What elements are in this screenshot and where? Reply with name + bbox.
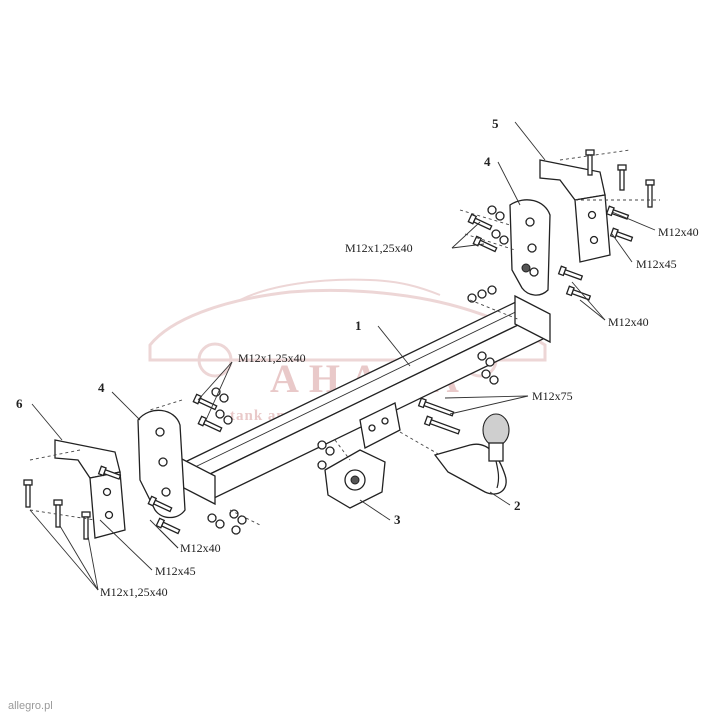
bolt-icon bbox=[557, 265, 584, 281]
label-m12x75: M12x75 bbox=[532, 389, 573, 403]
part-number-6: 6 bbox=[16, 396, 23, 411]
part-number-5: 5 bbox=[492, 116, 499, 131]
part-number-3: 3 bbox=[394, 512, 401, 527]
bolt-icon bbox=[585, 149, 595, 176]
bolt-icon bbox=[23, 479, 33, 508]
socket-plate-part-3 bbox=[324, 439, 386, 509]
mount-bracket-part-5 bbox=[539, 159, 611, 263]
label-m12x1-25x40-mid: M12x1,25x40 bbox=[238, 351, 306, 365]
bolt-icon bbox=[605, 205, 630, 220]
bolt-icon bbox=[155, 517, 181, 535]
part-number-2: 2 bbox=[514, 498, 521, 513]
label-m12x1-25x40-bottom: M12x1,25x40 bbox=[100, 585, 168, 599]
bolts-and-nuts bbox=[23, 149, 655, 540]
leader-lines bbox=[29, 121, 656, 591]
bolt-icon bbox=[197, 415, 223, 433]
bolt-icon bbox=[81, 511, 91, 540]
label-m12x45-left: M12x45 bbox=[155, 564, 196, 578]
label-m12x40-right: M12x40 bbox=[608, 315, 649, 329]
label-m12x40-top: M12x40 bbox=[658, 225, 699, 239]
mount-bracket-part-6 bbox=[54, 439, 126, 539]
crossbar-part-1 bbox=[179, 294, 551, 506]
side-bracket-left-part-4 bbox=[137, 409, 186, 519]
part-number-1: 1 bbox=[355, 318, 362, 333]
bolt-icon bbox=[645, 179, 655, 208]
bolt-icon bbox=[423, 415, 461, 435]
label-m12x40-left: M12x40 bbox=[180, 541, 221, 555]
bolt-icon bbox=[97, 465, 122, 480]
source-badge: allegro.pl bbox=[8, 700, 53, 712]
ball-neck-part-2 bbox=[399, 413, 510, 495]
part-number-4-right: 4 bbox=[484, 154, 491, 169]
bolt-icon bbox=[617, 164, 627, 191]
label-m12x45-top: M12x45 bbox=[636, 257, 677, 271]
bolt-icon bbox=[147, 495, 173, 513]
part-number-4-left: 4 bbox=[98, 380, 105, 395]
bolt-icon bbox=[417, 397, 455, 417]
label-m12x1-25x40-top: M12x1,25x40 bbox=[345, 241, 413, 255]
side-bracket-right-part-4 bbox=[509, 199, 551, 296]
bolt-icon bbox=[467, 213, 493, 231]
bolt-icon bbox=[609, 227, 634, 242]
bolt-icon bbox=[53, 499, 63, 528]
assembly-guides bbox=[29, 149, 660, 526]
